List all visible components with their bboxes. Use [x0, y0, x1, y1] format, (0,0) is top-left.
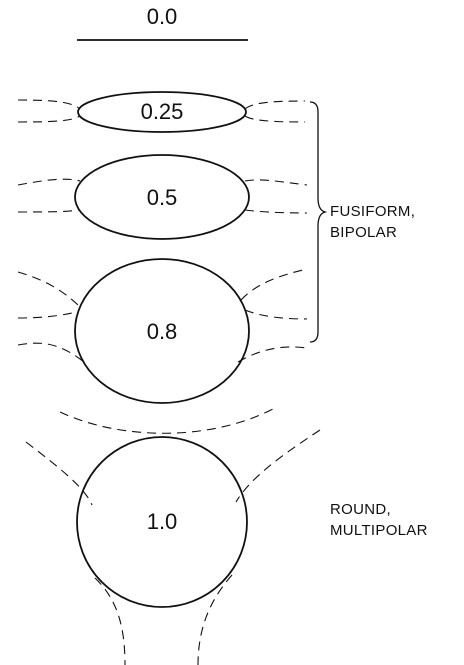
value-label-1-0: 1.0 — [147, 509, 178, 534]
dash-08-lower-right — [237, 346, 308, 363]
dash-025-top-right — [244, 100, 306, 110]
group-bracket — [309, 101, 328, 343]
dash-05-bottom-right — [244, 209, 308, 214]
dash-10-upper-right — [235, 429, 321, 503]
dash-10-lower-left — [94, 577, 126, 665]
dash-08-upper-right — [240, 268, 308, 301]
value-label-0-25: 0.25 — [141, 99, 184, 124]
dash-05-top-left — [17, 178, 81, 186]
dash-05-top-right — [244, 179, 308, 186]
label-round: ROUND, — [330, 501, 391, 518]
value-label-0-5: 0.5 — [147, 185, 178, 210]
dash-05-bottom-left — [17, 209, 81, 213]
dash-08-lower-left — [17, 342, 85, 363]
dash-10-lower-right — [197, 574, 233, 665]
dash-025-bottom-right — [244, 115, 306, 123]
dash-08-upper-left — [17, 271, 79, 306]
dash-08-mid-left — [17, 311, 77, 319]
value-label-0-0: 0.0 — [147, 4, 178, 29]
shape-ellipse-0-5 — [74, 154, 250, 240]
dash-between-arc — [59, 407, 276, 434]
label-fusiform: FUSIFORM, — [330, 203, 415, 220]
shape-circle-1-0 — [76, 436, 248, 608]
value-label-0-8: 0.8 — [147, 319, 178, 344]
label-multipolar: MULTIPOLAR — [330, 522, 428, 539]
label-bipolar: BIPOLAR — [330, 224, 397, 241]
dash-08-mid-right — [244, 309, 308, 320]
dash-025-bottom-left — [17, 115, 81, 123]
shape-ellipse-0-25 — [77, 91, 247, 133]
shape-ellipse-0-8 — [74, 258, 250, 404]
dash-025-top-left — [17, 99, 81, 110]
